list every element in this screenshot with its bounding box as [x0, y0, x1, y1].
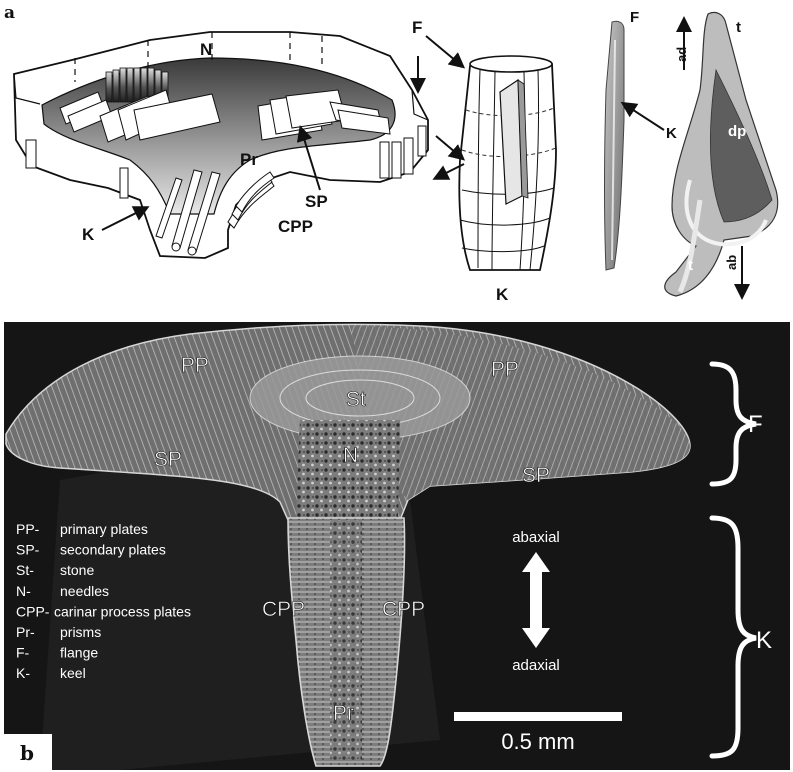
legend-desc: secondary plates	[60, 542, 166, 558]
label-pr-b: Pr	[333, 702, 354, 725]
photo-label-k: K	[666, 125, 677, 142]
legend-abbr: F-	[16, 645, 30, 661]
label-sp: SP	[305, 192, 328, 211]
label-pp-right: PP	[491, 358, 519, 381]
tooth-schematic: N Pr SP K CPP	[14, 32, 428, 258]
direction-abaxial: abaxial	[512, 529, 560, 546]
label-n: N	[200, 40, 212, 59]
photo-label-ad: ad	[674, 47, 689, 62]
photo-label-ab: ab	[724, 255, 739, 270]
legend-desc: prisms	[60, 624, 101, 640]
direction-adaxial: adaxial	[512, 657, 560, 674]
arrow-k	[102, 208, 146, 230]
legend-abbr: St-	[16, 562, 34, 578]
arrow-link-upper	[436, 136, 462, 158]
label-pp-left: PP	[181, 354, 209, 377]
panel-b: PP PP St N SP SP CPP CPP Pr F K PP-prima…	[4, 322, 790, 770]
tooth-photo: t dp t ad ab	[665, 12, 778, 296]
photo-label-t-bottom: t	[688, 257, 693, 274]
panel-a: a	[4, 3, 778, 304]
scale-bar	[454, 712, 622, 721]
label-k: K	[82, 225, 95, 244]
column-top	[470, 56, 552, 72]
label-cpp-left: CPP	[262, 598, 305, 621]
column-label-k: K	[496, 285, 509, 304]
arrow-k-photo	[624, 104, 664, 130]
legend-abbr: PP-	[16, 521, 40, 537]
legend-abbr: K-	[16, 665, 30, 681]
legend-desc: flange	[60, 645, 98, 661]
scale-bar-label: 0.5 mm	[501, 729, 574, 754]
label-cpp-right: CPP	[382, 598, 425, 621]
legend-abbr: CPP-	[16, 603, 50, 619]
schematic-cavity	[42, 58, 395, 214]
photo-label-dp: dp	[728, 123, 746, 140]
legend-desc: primary plates	[60, 521, 148, 537]
label-sp-right: SP	[522, 464, 550, 487]
panel-a-letter: a	[4, 3, 15, 23]
column-label-f: F	[412, 18, 422, 37]
needle-core	[296, 420, 400, 520]
keel-column: F K	[412, 18, 556, 304]
legend-desc: carinar process plates	[54, 603, 191, 619]
keel-photo: F K	[605, 9, 678, 270]
brace-label-f: F	[748, 411, 763, 438]
photo-label-t-top: t	[736, 19, 741, 36]
photo-label-f: F	[630, 9, 639, 26]
brace-label-k: K	[756, 627, 772, 654]
label-st: St	[346, 388, 366, 411]
panel-b-letter: b	[20, 741, 34, 765]
label-pr: Pr	[240, 150, 258, 169]
column-arrows	[418, 36, 464, 178]
legend-desc: stone	[60, 562, 94, 578]
label-n-b: N	[343, 444, 358, 467]
legend-abbr: SP-	[16, 542, 40, 558]
arrow-f-column	[426, 36, 462, 66]
label-cpp: CPP	[278, 217, 313, 236]
legend-abbr: Pr-	[16, 624, 35, 640]
label-sp-left: SP	[154, 448, 182, 471]
legend-desc: needles	[60, 583, 109, 599]
legend-abbr: N-	[16, 583, 31, 599]
legend-desc: keel	[60, 665, 86, 681]
